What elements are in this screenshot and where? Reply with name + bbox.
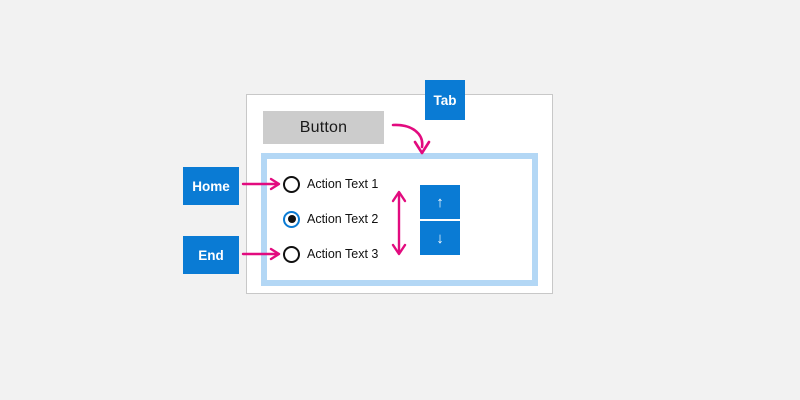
- key-badge-home-label: Home: [192, 178, 230, 194]
- radio-option-2[interactable]: Action Text 2: [283, 207, 433, 231]
- radio-option-1[interactable]: Action Text 1: [283, 172, 433, 196]
- button-label: Button: [299, 118, 348, 136]
- key-badge-home: Home: [183, 167, 239, 205]
- spinner-up-button[interactable]: ↑: [420, 185, 460, 219]
- radio-checked-icon[interactable]: [283, 210, 300, 228]
- key-badge-tab-label: Tab: [433, 92, 457, 108]
- radio-option-3-label: Action Text 3: [307, 247, 379, 261]
- key-badge-tab: Tab: [425, 80, 465, 120]
- radio-option-2-label: Action Text 2: [307, 212, 379, 226]
- radio-group: Action Text 1 Action Text 2 Action Text …: [283, 172, 433, 266]
- radio-option-3[interactable]: Action Text 3: [283, 242, 433, 266]
- spinner-down-button[interactable]: ↓: [420, 221, 460, 255]
- key-badge-end-label: End: [198, 247, 224, 263]
- key-badge-end: End: [183, 236, 239, 274]
- radio-unchecked-icon[interactable]: [283, 175, 300, 193]
- spinner-buttons: ↑ ↓: [420, 185, 460, 255]
- radio-unchecked-icon[interactable]: [283, 245, 300, 263]
- arrow-down-icon: ↓: [436, 229, 444, 247]
- arrow-up-icon: ↑: [436, 193, 444, 211]
- button-control[interactable]: Button: [263, 111, 384, 144]
- radio-option-1-label: Action Text 1: [307, 177, 379, 191]
